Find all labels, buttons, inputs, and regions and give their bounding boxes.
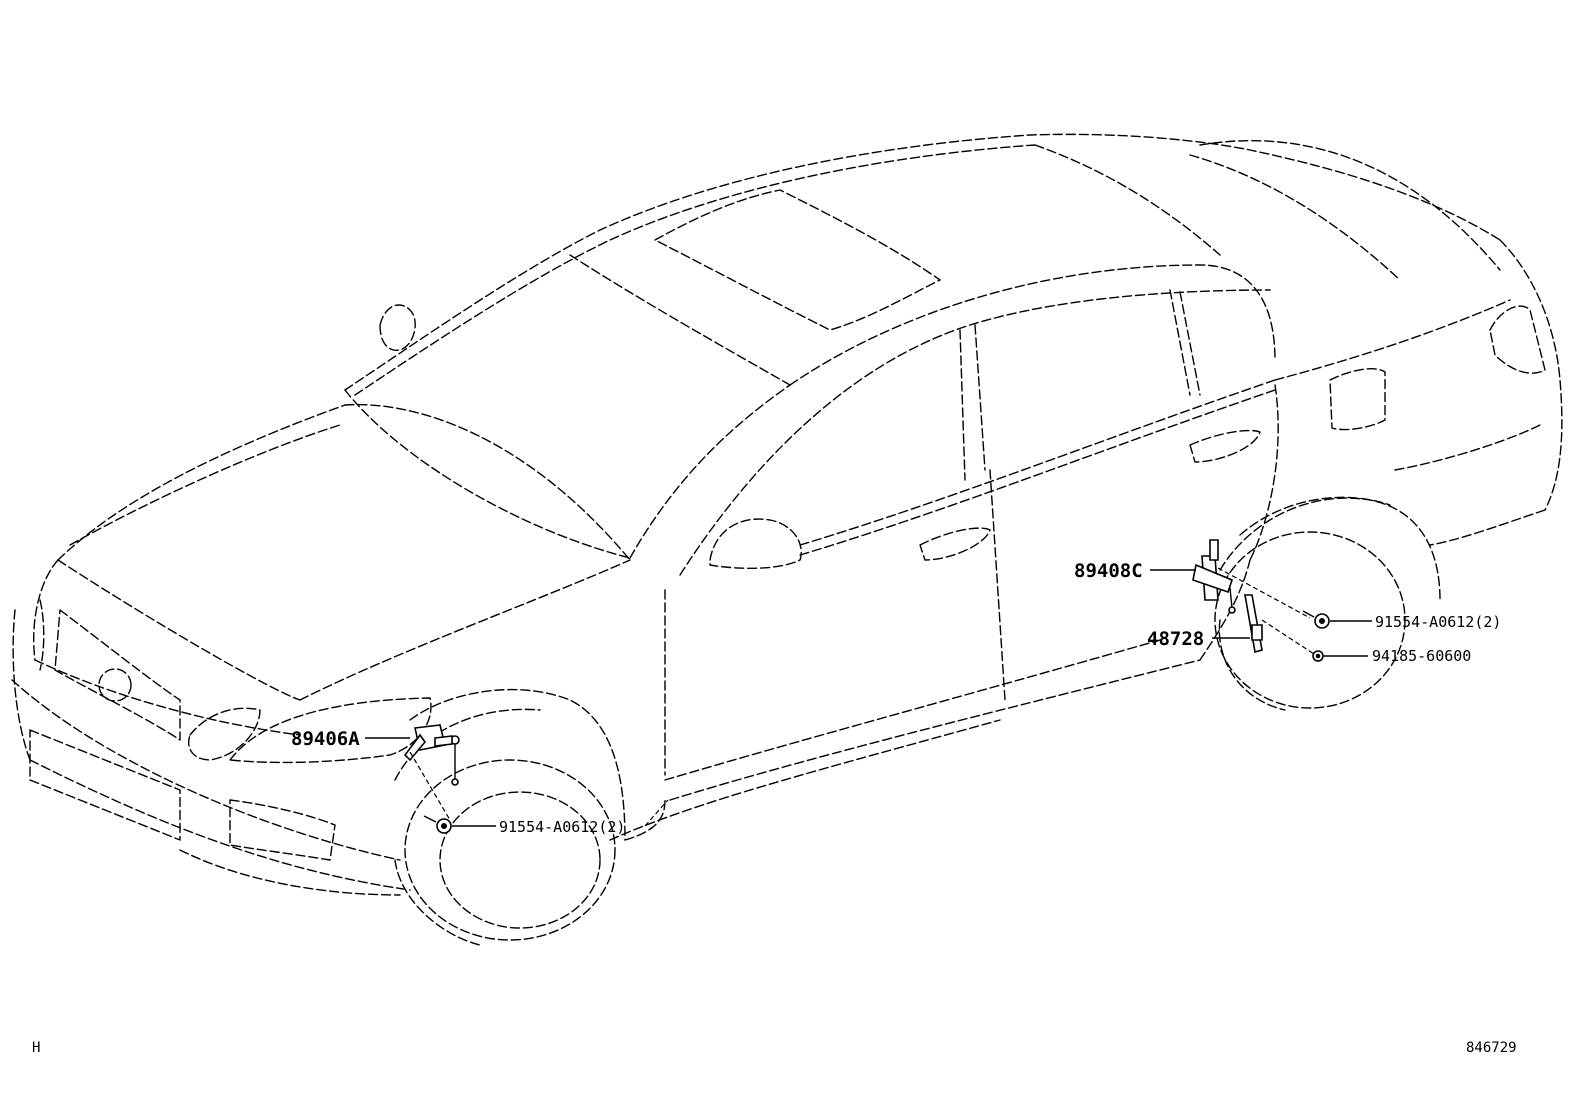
label-89408c: 89408C <box>1074 560 1143 582</box>
rear-nut <box>1312 650 1324 662</box>
rear-bolt <box>1302 610 1330 629</box>
car-outline <box>11 133 1563 946</box>
leader-lines <box>365 567 1372 827</box>
front-bolt <box>423 815 452 834</box>
rear-height-sensor <box>1192 539 1236 614</box>
rear-bracket <box>1244 594 1263 654</box>
illustration-number: 846729 <box>1466 1040 1517 1056</box>
label-front-bolt: 91554-A0612(2) <box>499 818 625 836</box>
label-48728: 48728 <box>1147 628 1204 650</box>
label-rear-bolt: 91554-A0612(2) <box>1375 613 1501 631</box>
front-height-sensor <box>403 724 460 786</box>
footer-left-code: H <box>32 1040 40 1056</box>
label-rear-nut: 94185-60600 <box>1372 647 1471 665</box>
label-89406a: 89406A <box>291 728 360 750</box>
